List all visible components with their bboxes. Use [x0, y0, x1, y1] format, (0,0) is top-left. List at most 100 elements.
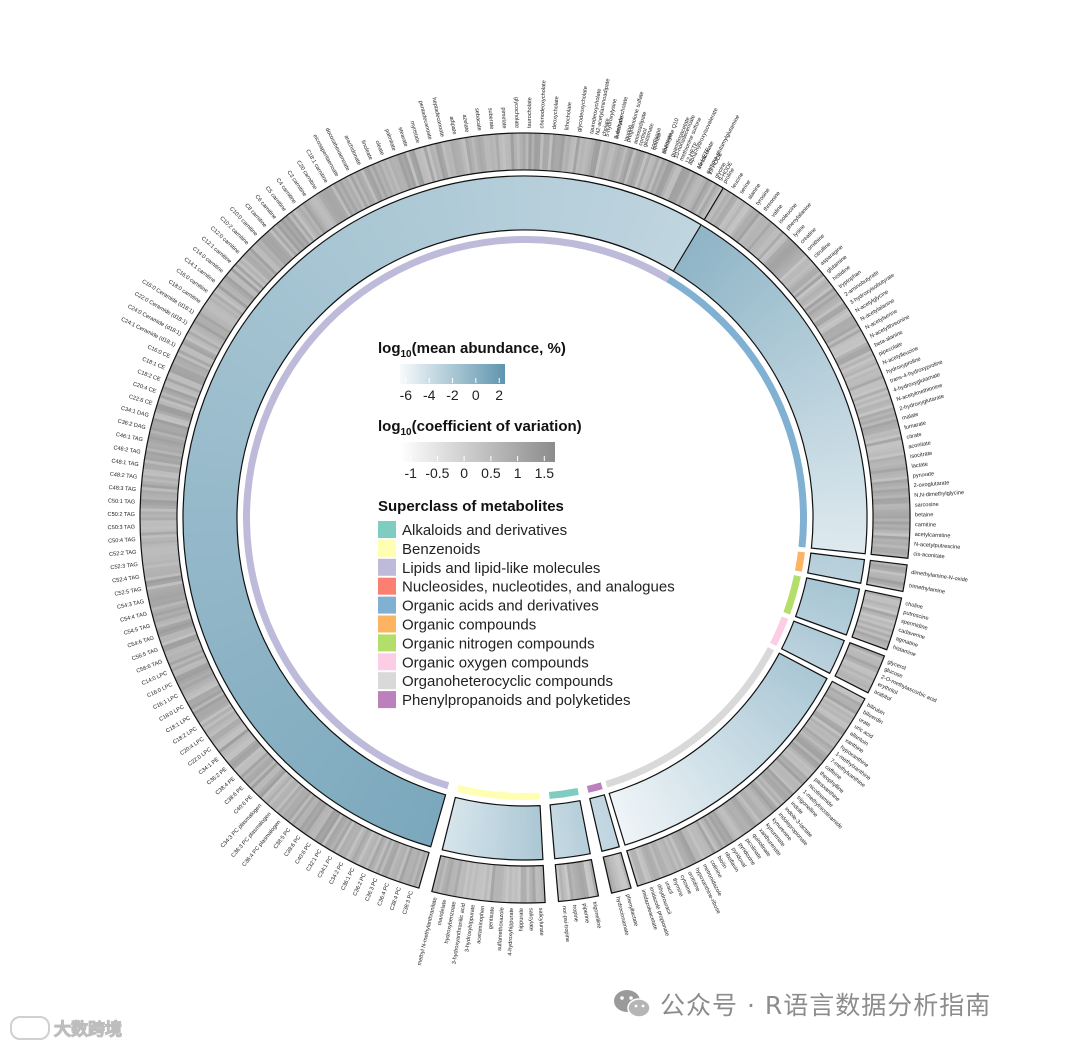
cv-cell — [238, 257, 269, 286]
cv-cell — [297, 205, 322, 238]
abundance-cell — [184, 482, 239, 492]
abundance-cell — [204, 393, 257, 418]
cv-cell — [840, 355, 876, 375]
abundance-cell — [660, 770, 691, 820]
abundance-cell — [418, 791, 440, 845]
cv-cell — [550, 134, 557, 172]
cv-cell — [232, 264, 263, 292]
cv-cell — [713, 808, 737, 842]
abundance-cell — [767, 670, 816, 704]
abundance-cell — [414, 192, 436, 246]
cv-cell — [782, 259, 813, 287]
abundance-cell — [729, 277, 772, 319]
abundance-cell — [751, 307, 798, 344]
abundance-cell — [767, 333, 816, 367]
abundance-cell — [391, 201, 417, 253]
legend-tick-label: 1.5 — [535, 465, 555, 481]
abundance-cell — [207, 386, 260, 411]
cv-cell — [861, 418, 898, 432]
abundance-cell — [759, 320, 807, 355]
metabolite-label: sebacate — [473, 108, 482, 131]
metabolite-label: C38:4 PC — [389, 886, 402, 911]
cv-cell — [684, 825, 706, 861]
abundance-cell — [808, 454, 862, 469]
abundance-cell — [553, 177, 564, 232]
cv-cell — [355, 830, 375, 866]
cv-cell — [869, 466, 908, 476]
abundance-cell — [614, 790, 637, 843]
cv-cell — [437, 142, 450, 180]
abundance-cell — [797, 607, 851, 629]
abundance-sector-outline-2 — [794, 577, 861, 636]
cv-cell — [313, 808, 337, 842]
cv-cell — [802, 725, 834, 751]
cv-cell — [141, 476, 179, 485]
abundance-cell — [790, 386, 843, 411]
cv-cell — [151, 422, 188, 436]
abundance-cell — [772, 343, 822, 375]
cv-cell — [449, 139, 461, 177]
cv-cell — [205, 711, 239, 736]
abundance-cell — [792, 621, 845, 646]
cv-cell — [259, 236, 288, 266]
cv-cell — [142, 473, 180, 482]
cv-cell — [694, 820, 716, 855]
cv-cell — [612, 145, 627, 183]
abundance-cell — [510, 805, 518, 860]
cv-cell — [717, 197, 742, 231]
cv-cell — [594, 140, 606, 178]
superclass-label: Organoheterocyclic compounds — [402, 673, 613, 690]
superclass-label: Organic nitrogen compounds — [402, 635, 595, 652]
cv-cell — [156, 402, 194, 417]
cv-cell — [140, 489, 178, 496]
abundance-cell — [802, 590, 856, 610]
abundance-cell — [546, 177, 556, 232]
cv-cell — [864, 433, 902, 446]
cv-cell — [720, 804, 745, 837]
cv-cell — [699, 817, 722, 852]
cv-cell — [278, 220, 305, 252]
abundance-cell — [228, 343, 278, 375]
superclass-label: Organic acids and derivatives — [402, 598, 599, 615]
abundance-cell — [215, 368, 267, 396]
cv-cell — [176, 351, 212, 371]
cv-cell — [682, 826, 703, 862]
cv-cell — [341, 177, 362, 213]
abundance-cell — [275, 280, 318, 322]
cv-cell — [845, 650, 881, 669]
abundance-cell — [182, 517, 238, 523]
cv-cell — [331, 818, 353, 853]
abundance-cell — [326, 236, 361, 284]
cv-cell — [544, 133, 551, 171]
metabolite-label: salicylate — [527, 908, 533, 931]
cv-cell — [808, 716, 842, 741]
cv-cell — [636, 153, 653, 190]
cv-cell — [172, 359, 208, 378]
cv-cell — [733, 794, 760, 826]
abundance-cell — [185, 474, 240, 486]
cv-cell — [307, 198, 332, 232]
abundance-cell — [702, 742, 740, 788]
cv-cell — [374, 838, 393, 875]
abundance-cell — [631, 200, 656, 252]
cv-cell — [662, 164, 681, 200]
abundance-cell — [317, 746, 354, 793]
cv-cell — [257, 238, 286, 268]
metabolite-label: quinate — [652, 132, 664, 151]
cv-cell — [827, 686, 863, 708]
abundance-cell — [224, 655, 275, 686]
abundance-cell — [734, 712, 777, 753]
abundance-cell — [563, 179, 576, 234]
abundance-cell — [789, 382, 841, 408]
metabolite-label: trigonelline — [591, 901, 602, 929]
abundance-cell — [805, 577, 860, 594]
abundance-cell — [196, 597, 250, 617]
metabolite-label: malate — [901, 412, 919, 422]
abundance-cell — [395, 199, 420, 252]
cv-cell — [189, 688, 224, 710]
cv-cell — [871, 546, 909, 553]
cv-cell — [708, 190, 732, 225]
abundance-cell — [669, 765, 701, 814]
cv-cell — [803, 287, 836, 313]
abundance-cell — [757, 684, 805, 720]
